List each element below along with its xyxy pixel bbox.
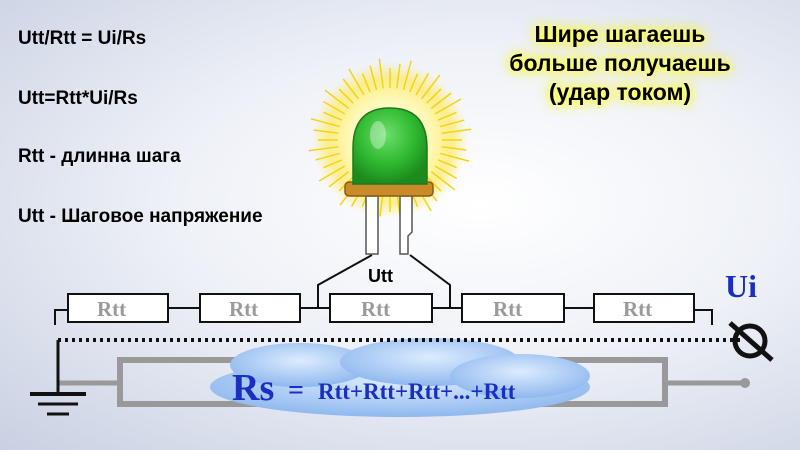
slogan-line-1: Шире шагаешь [534, 21, 706, 47]
resistor-chain: Rtt Rtt Rtt Rtt Rtt [54, 293, 713, 325]
slogan: Шире шагаешь больше получаешь (удар токо… [470, 20, 770, 107]
glow-ray [323, 111, 343, 121]
led-lead-left [317, 254, 373, 308]
glow-ray [348, 68, 365, 96]
slogan-line-2: больше получаешь [509, 50, 731, 76]
rs-sum: Rtt+Rtt+Rtt+...+Rtt [318, 379, 516, 404]
glow-ray [328, 171, 350, 188]
led-voltage-label: Utt [368, 266, 393, 286]
glow-ray [378, 58, 384, 89]
definition-rtt: Rtt - длинна шага [18, 146, 181, 167]
glow-ray [441, 146, 467, 151]
glow-ray [324, 89, 350, 109]
glow-ray [434, 165, 458, 180]
glow-ray [440, 152, 470, 162]
glow-ray [440, 119, 465, 128]
rs-formula-cloud [210, 338, 590, 417]
glow-ray [430, 92, 452, 109]
formula-utt: Utt=Rtt*Ui/Rs [18, 88, 138, 109]
glow-ray [310, 118, 340, 128]
glow-ray [342, 78, 359, 100]
resistor-label: Rtt [623, 297, 652, 321]
glow-ray [369, 65, 378, 90]
glow-ray [437, 111, 457, 121]
rs-equals: = [288, 375, 304, 406]
glow-ray [430, 171, 456, 191]
led-icon [308, 58, 472, 255]
resistor-label: Rtt [361, 297, 390, 321]
glow-ray [323, 159, 343, 169]
glow-ray [441, 128, 472, 134]
glow-ray [308, 146, 339, 152]
glow-ray [415, 72, 430, 96]
rs-symbol: Rs [232, 367, 274, 409]
source-label: Ui [725, 268, 757, 304]
glow-ray [313, 129, 339, 134]
resistor-5 [593, 293, 695, 323]
ground-icon [30, 340, 86, 416]
glow-ray [322, 100, 346, 115]
resistor-label: Rtt [97, 297, 126, 321]
led-lead-right [409, 254, 451, 308]
glow-ray [437, 159, 457, 169]
resistor-4 [461, 293, 565, 323]
glow-ray [318, 165, 346, 182]
glow-ray [315, 152, 340, 161]
resistor-2 [199, 293, 301, 323]
glow-ray [402, 60, 412, 90]
glow-ray [426, 88, 442, 104]
resistor-1 [67, 293, 169, 323]
glow-ray [396, 63, 401, 89]
slogan-line-3: (удар током) [548, 79, 692, 105]
resistor-label: Rtt [229, 297, 258, 321]
glow-ray [338, 88, 354, 104]
glow-ray [361, 73, 371, 93]
voltage-source-icon [728, 321, 774, 362]
resistor-3 [329, 293, 433, 323]
definition-utt: Utt - Шаговое напряжение [18, 206, 263, 227]
glow-ray [421, 74, 441, 100]
glow-ray [434, 98, 462, 115]
formula-ratio: Utt/Rtt = Ui/Rs [18, 28, 147, 49]
glow-ray [426, 176, 442, 192]
resistor-label: Rtt [493, 297, 522, 321]
glow-ray [409, 73, 419, 93]
